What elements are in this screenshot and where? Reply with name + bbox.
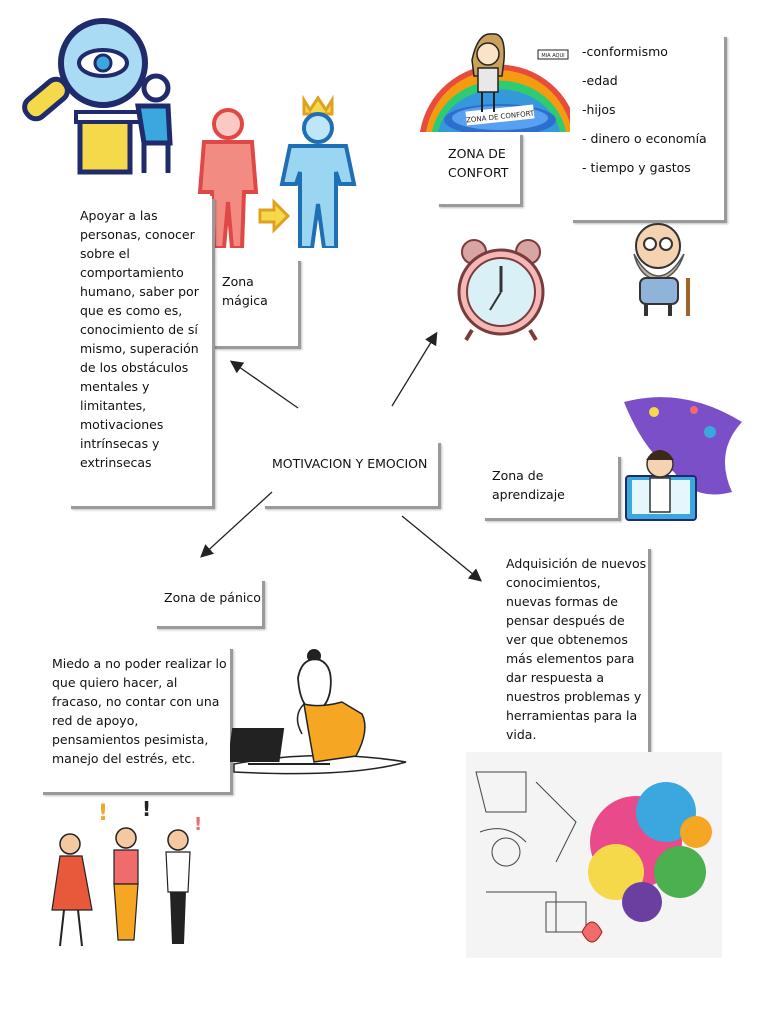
zona-magica-description: Apoyar a las personas, conocer sobre el … xyxy=(80,206,208,472)
arrow-to-zona-aprendizaje xyxy=(402,516,480,580)
svg-text:!: ! xyxy=(98,801,108,826)
zona-magica-description-box: Apoyar a las personas, conocer sobre el … xyxy=(68,196,212,506)
center-title: MOTIVACION Y EMOCION xyxy=(272,454,432,473)
creative-brain-icon xyxy=(466,752,722,958)
magnifier-eye-icon xyxy=(18,8,188,178)
zona-panico-description: Miedo a no poder realizar lo que quiero … xyxy=(52,654,228,768)
zona-aprendizaje-description-box: Adquisición de nuevos conocimientos, nue… xyxy=(494,546,648,760)
stressed-woman-laptop-icon xyxy=(230,644,410,778)
zona-aprendizaje-label: Zona de aprendizaje xyxy=(492,466,618,504)
zona-confort-label-box: ZONA DE CONFORT xyxy=(436,132,520,204)
old-man-icon xyxy=(616,218,708,318)
arrow-to-zona-magica xyxy=(232,362,298,408)
zona-magica-label-box: Zona mágica xyxy=(212,258,298,346)
confort-item: -edad xyxy=(582,71,722,90)
comfort-zone-image: ZONA DE CONFORT MIA AQUI xyxy=(420,28,578,132)
arrow-to-zona-confort xyxy=(392,334,436,406)
svg-text:MIA AQUI: MIA AQUI xyxy=(541,53,564,59)
zona-magica-label: Zona mágica xyxy=(222,272,292,310)
confort-item: - dinero o economía xyxy=(582,129,722,148)
zona-confort-label: ZONA DE CONFORT xyxy=(448,144,514,182)
confort-item: -hijos xyxy=(582,100,722,119)
panicked-people-icon: ! ! ! xyxy=(42,800,212,950)
confort-item: - tiempo y gastos xyxy=(582,158,722,177)
svg-text:!: ! xyxy=(194,814,202,835)
svg-text:!: ! xyxy=(142,800,151,821)
zona-panico-label: Zona de pánico xyxy=(164,588,262,607)
zona-panico-description-box: Miedo a no poder realizar lo que quiero … xyxy=(40,646,230,792)
zona-aprendizaje-description: Adquisición de nuevos conocimientos, nue… xyxy=(506,554,648,744)
online-teacher-icon xyxy=(614,392,748,526)
confort-item: -conformismo xyxy=(582,42,722,61)
zona-aprendizaje-label-box: Zona de aprendizaje xyxy=(482,454,618,518)
zona-confort-list-box: -conformismo -edad -hijos - dinero o eco… xyxy=(570,34,724,220)
transformation-kings-icon xyxy=(190,92,360,248)
zona-panico-label-box: Zona de pánico xyxy=(154,578,262,626)
alarm-clock-icon xyxy=(446,234,556,344)
center-title-box: MOTIVACION Y EMOCION xyxy=(262,440,438,506)
